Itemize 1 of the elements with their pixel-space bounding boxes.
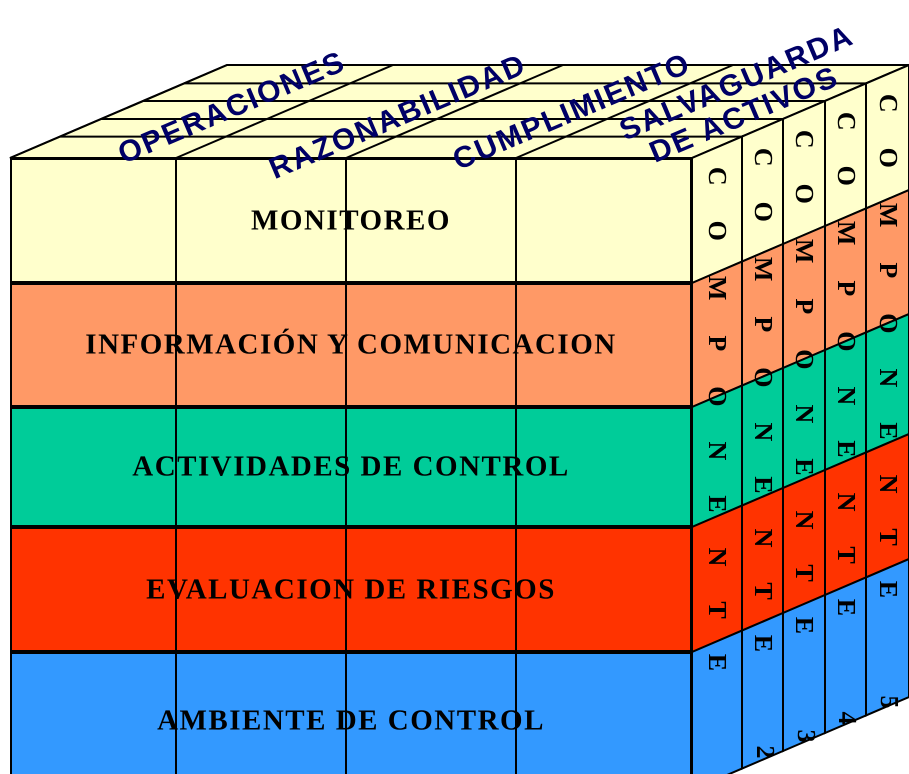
component-label: COMPONENTE [874,59,900,634]
